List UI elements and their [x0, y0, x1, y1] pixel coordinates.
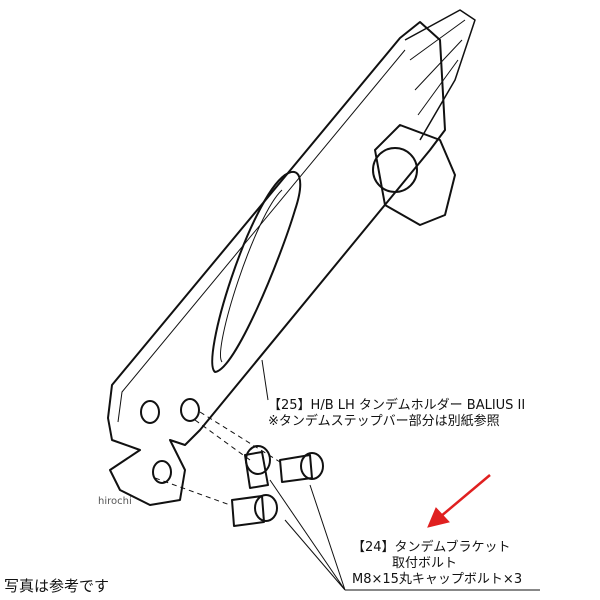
part-24-spec: M8×15丸キャップボルト×3 [352, 572, 523, 587]
part-24-label: 【24】タンデムブラケット 取付ボルト M8×15丸キャップボルト×3 [352, 540, 522, 588]
reference-note: 写真は参考です [4, 577, 110, 595]
hole [180, 398, 200, 422]
red-arrow-icon [427, 474, 491, 528]
part-25-name: 【25】H/B LH タンデムホルダー BALIUS II [268, 398, 526, 413]
step-mount [374, 124, 456, 226]
bolt [279, 452, 324, 483]
hole [140, 400, 160, 424]
part-24-name: 【24】タンデムブラケット [352, 540, 511, 555]
part-25-note: ※タンデムステップバー部分は別紙参照 [268, 414, 500, 429]
bolt [244, 445, 271, 489]
part-24-desc: 取付ボルト [392, 556, 458, 571]
part-25-label: 【25】H/B LH タンデムホルダー BALIUS II ※タンデムステップバ… [268, 398, 525, 430]
bolt [231, 494, 278, 527]
holder-plate [107, 21, 446, 506]
watermark: hirochi [98, 496, 132, 507]
slot [211, 170, 302, 373]
hole [152, 460, 172, 484]
